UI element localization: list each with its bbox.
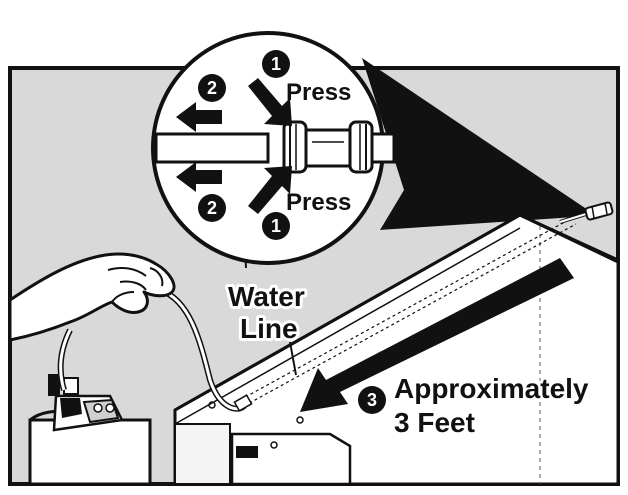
svg-text:Line: Line [240,313,298,344]
water-valve-block [28,374,152,486]
pull-arrow-bottom [176,162,222,192]
svg-text:Water: Water [228,281,305,312]
svg-text:2: 2 [207,198,217,218]
press-arrow-top [248,78,292,126]
water-line-loop [57,287,253,412]
label-press-bottom: Press [286,189,351,216]
press-arrow-bottom [248,166,292,214]
svg-text:1: 1 [271,216,281,236]
pull-arrow-top [176,102,222,132]
push-fitting [282,120,396,174]
svg-text:Water: Water [228,281,305,312]
svg-text:3 Feet: 3 Feet [394,407,475,438]
label-press-top: Press [286,79,351,106]
svg-text:Approximately: Approximately [394,373,589,404]
svg-text:3: 3 [367,390,377,410]
connector-small [584,201,614,221]
zoom-cone [362,58,590,230]
step-marker-2-top: 2 [198,74,226,102]
water-line-tube [239,212,587,407]
label-water-line: Water Water Line Line [225,278,308,347]
svg-text:1: 1 [271,54,281,74]
step-marker-3: 3 [358,386,386,414]
svg-text:Approximately: Approximately [394,373,589,404]
label-approximately-3-feet: Approximately Approximately 3 Feet 3 Fee… [391,370,592,441]
svg-text:3 Feet: 3 Feet [394,407,475,438]
pull-direction-arrow [300,258,574,412]
step-marker-2-bottom: 2 [198,194,226,222]
step-marker-1-bottom: 1 [262,212,290,240]
svg-text:2: 2 [207,78,217,98]
hand-illustration [8,252,176,342]
svg-text:Line: Line [240,313,298,344]
step-marker-1-top: 1 [262,50,290,78]
